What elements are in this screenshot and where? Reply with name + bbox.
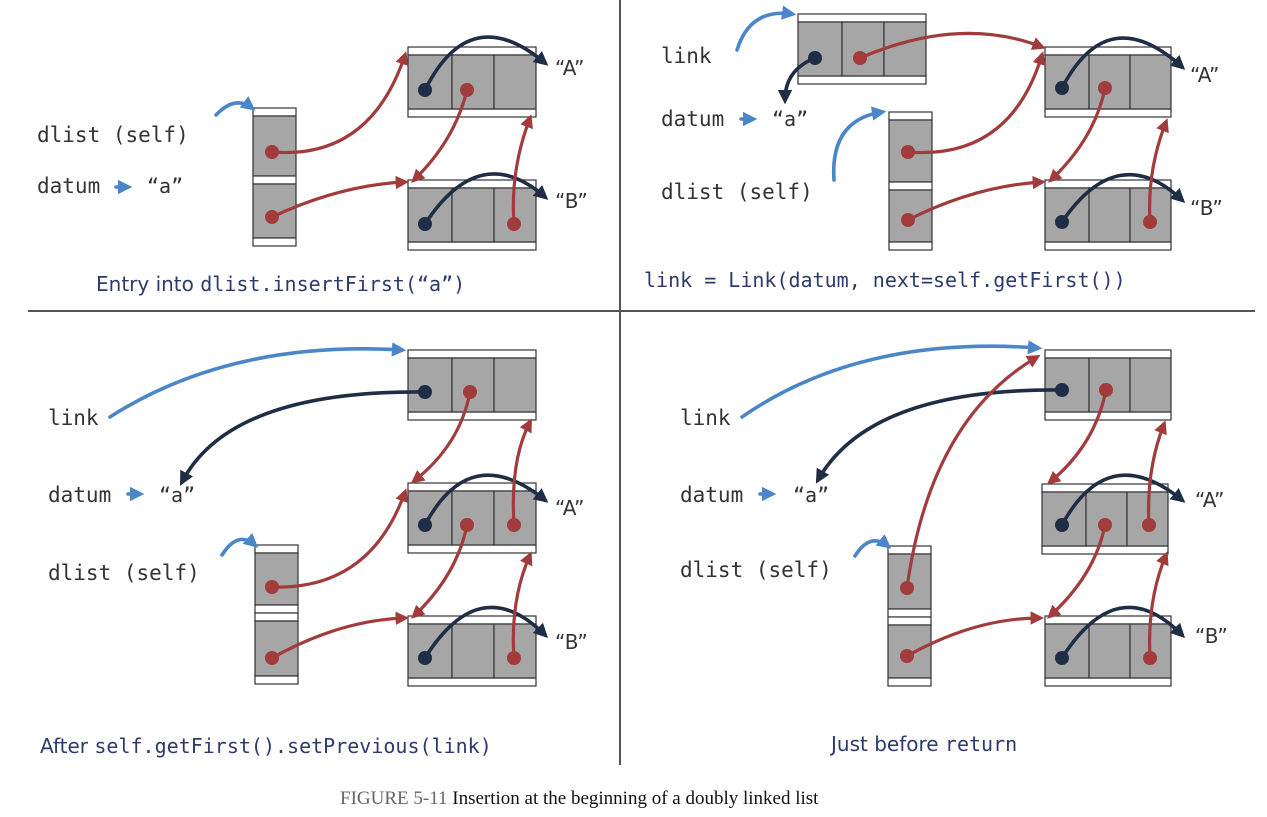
b-datum-pointer bbox=[423, 605, 549, 660]
datum-label: datum bbox=[680, 483, 743, 507]
a-next-pointer bbox=[411, 88, 469, 183]
a-datum-pointer bbox=[1060, 473, 1186, 527]
node-b bbox=[1044, 615, 1172, 687]
panel-caption: link = Link(datum, next=self.getFirst()) bbox=[644, 268, 1126, 292]
dlist-structure bbox=[252, 107, 297, 247]
last-pointer bbox=[270, 175, 410, 219]
dlist-label: dlist (self) bbox=[661, 180, 813, 204]
dlist-label: dlist (self) bbox=[37, 123, 189, 147]
panel-caption: After self.getFirst().setPrevious(link) bbox=[40, 734, 492, 758]
node-b-value: “B” bbox=[555, 630, 588, 654]
panel-set-previous: link datum “a” dlist (self) “A” “B” Afte… bbox=[40, 342, 588, 758]
panel-entry: dlist (self) datum “a” “A” “B” Entry int… bbox=[37, 35, 588, 296]
link-label: link bbox=[661, 44, 712, 68]
datum-label: datum bbox=[661, 107, 724, 131]
node-b-value: “B” bbox=[1195, 624, 1228, 648]
datum-value: “a” bbox=[147, 174, 183, 198]
panel-caption: Entry into dlist.insertFirst(“a”) bbox=[96, 272, 465, 296]
panel-link-created: link datum “a” dlist (self) “A” “B” link… bbox=[644, 5, 1223, 292]
panel-before-return: link datum “a” dlist (self) “A” “B” Just… bbox=[680, 340, 1228, 756]
dlist-arrow bbox=[831, 106, 887, 182]
a-datum-pointer bbox=[423, 473, 549, 527]
a-next-pointer bbox=[411, 523, 469, 619]
a-next-pointer bbox=[1047, 523, 1107, 619]
link-label: link bbox=[48, 406, 99, 430]
node-a-value: “A” bbox=[1195, 488, 1224, 512]
datum-value: “a” bbox=[159, 483, 195, 507]
link-arrow bbox=[735, 5, 797, 52]
link-label: link bbox=[680, 406, 731, 430]
dlist-structure bbox=[254, 544, 299, 685]
link-next-pointer bbox=[1046, 388, 1108, 485]
b-datum-pointer bbox=[423, 172, 549, 226]
a-next-pointer bbox=[1048, 86, 1107, 183]
datum-value: “a” bbox=[793, 483, 829, 507]
figure-caption-text: Insertion at the beginning of a doubly l… bbox=[448, 788, 820, 809]
last-pointer bbox=[905, 611, 1045, 658]
b-previous-pointer bbox=[1148, 118, 1169, 224]
link-next-pointer bbox=[858, 31, 1046, 60]
new-link-node bbox=[407, 349, 537, 421]
b-previous-pointer bbox=[511, 114, 533, 226]
b-previous-pointer bbox=[511, 551, 533, 660]
node-b-value: “B” bbox=[1190, 196, 1223, 220]
datum-label: datum bbox=[48, 483, 111, 507]
node-b-value: “B” bbox=[555, 189, 588, 213]
datum-label: datum bbox=[37, 174, 100, 198]
new-link-node bbox=[1044, 349, 1172, 421]
a-previous-pointer bbox=[1147, 420, 1167, 527]
figure-caption: FIGURE 5-11 Insertion at the beginning o… bbox=[340, 788, 819, 809]
node-a bbox=[407, 46, 537, 118]
new-link-node bbox=[797, 13, 927, 85]
first-pointer bbox=[270, 51, 409, 155]
link-datum-pointer bbox=[179, 390, 427, 486]
figure-number: FIGURE 5-11 bbox=[340, 788, 448, 809]
first-pointer bbox=[270, 488, 409, 589]
a-datum-pointer bbox=[1060, 36, 1186, 90]
first-pointer bbox=[905, 354, 1041, 590]
node-b bbox=[407, 615, 537, 687]
a-datum-pointer bbox=[423, 35, 549, 92]
dlist-label: dlist (self) bbox=[680, 558, 832, 582]
link-datum-pointer bbox=[815, 388, 1064, 484]
node-a-value: “A” bbox=[555, 56, 584, 80]
b-previous-pointer bbox=[1148, 551, 1169, 660]
dlist-arrow bbox=[853, 534, 892, 558]
a-previous-pointer bbox=[511, 418, 532, 527]
first-pointer bbox=[906, 51, 1046, 155]
dlist-arrow bbox=[214, 96, 256, 117]
last-pointer bbox=[270, 611, 410, 660]
dlist-arrow bbox=[220, 532, 259, 557]
dlist-structure bbox=[888, 111, 933, 251]
datum-value: “a” bbox=[772, 107, 808, 131]
link-next-pointer bbox=[410, 390, 472, 484]
node-b bbox=[407, 179, 537, 251]
link-arrow bbox=[108, 342, 407, 419]
link-arrow bbox=[740, 340, 1043, 419]
b-datum-pointer bbox=[1060, 173, 1186, 224]
b-datum-pointer bbox=[1060, 605, 1186, 660]
dlist-label: dlist (self) bbox=[48, 561, 200, 585]
node-a-value: “A” bbox=[1190, 63, 1219, 87]
node-b bbox=[1044, 179, 1172, 251]
panel-caption: Just before return bbox=[829, 732, 1017, 756]
node-a-value: “A” bbox=[555, 496, 584, 520]
last-pointer bbox=[906, 175, 1047, 222]
